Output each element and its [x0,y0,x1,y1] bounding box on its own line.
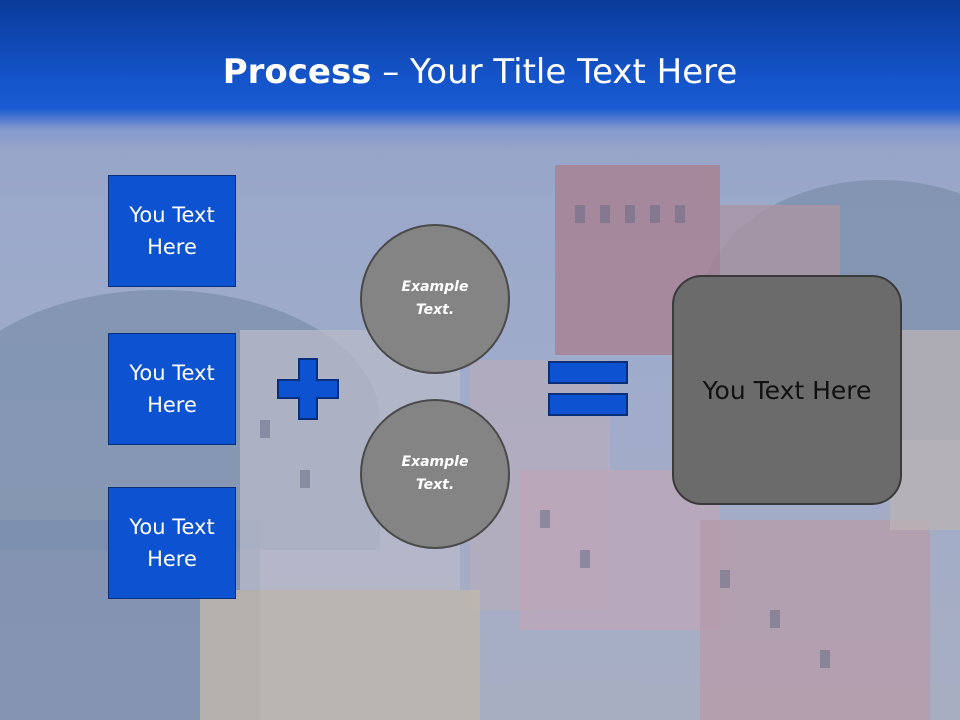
slide-title: Process – Your Title Text Here [0,52,960,92]
background-window [300,470,310,488]
example-circle-label: Example Text. [401,279,469,318]
background-window [625,205,635,223]
slide-title-bold: Process [222,52,372,92]
left-text-box-1[interactable]: You Text Here [108,175,236,287]
background-window [600,205,610,223]
background-window [770,610,780,628]
background-window [650,205,660,223]
left-text-box-label: You Text Here [129,515,215,571]
example-circle-1[interactable]: Example Text. [360,224,510,374]
result-box[interactable]: You Text Here [672,275,902,505]
background-window [820,650,830,668]
left-text-box-3[interactable]: You Text Here [108,487,236,599]
background-building [200,590,480,720]
background-window [720,570,730,588]
example-circle-label: Example Text. [401,454,469,493]
background-window [540,510,550,528]
left-text-box-label: You Text Here [129,203,215,259]
plus-icon [277,358,339,420]
background-window [575,205,585,223]
example-circle-2[interactable]: Example Text. [360,399,510,549]
background-building [700,520,930,720]
left-text-box-label: You Text Here [129,361,215,417]
background-window [580,550,590,568]
background-window [260,420,270,438]
title-bar [0,0,960,150]
background-window [675,205,685,223]
result-box-label: You Text Here [702,375,872,405]
left-text-box-2[interactable]: You Text Here [108,333,236,445]
equals-icon [548,361,628,416]
slide-title-rest: – Your Title Text Here [371,52,738,92]
